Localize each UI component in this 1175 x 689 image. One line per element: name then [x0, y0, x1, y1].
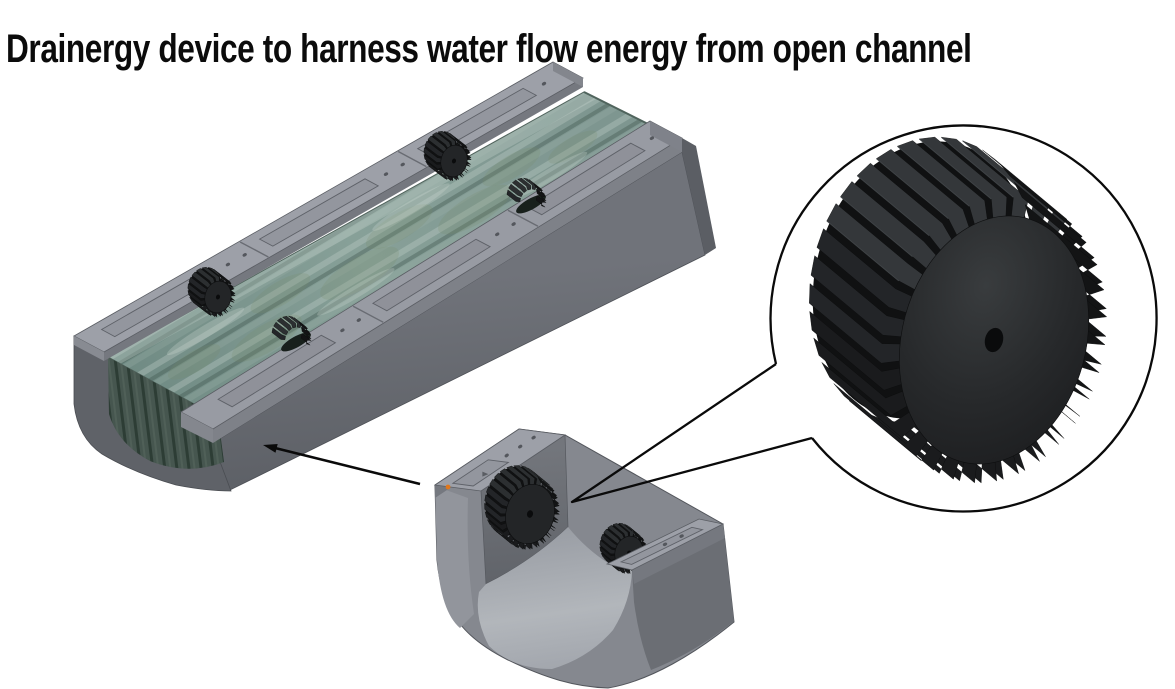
- turbine-wheel-1: [187, 266, 236, 318]
- magnified-turbine-wheel: [809, 136, 1108, 484]
- main-channel-assembly: [73, 61, 716, 492]
- section-interior-surface: [477, 527, 632, 669]
- channel-section: [433, 428, 735, 689]
- magnifier-callout: [570, 124, 1158, 513]
- section-left-rail: [433, 428, 567, 492]
- turbine-wheel-2: [423, 130, 472, 182]
- right-rail: [180, 120, 683, 443]
- submerged-turbine-wheel-1: [271, 315, 312, 352]
- submerged-turbine-wheel-2: [506, 177, 547, 214]
- section-rail-details: [451, 435, 704, 565]
- channel-body-far-end: [682, 138, 716, 255]
- callout-lines: [570, 363, 813, 504]
- section-turbine-wheel: [484, 465, 561, 550]
- section-left-outer-face: [435, 486, 474, 628]
- magnifier-circle: [769, 124, 1158, 513]
- page-title: Drainergy device to harness water flow e…: [6, 26, 972, 71]
- section-right-rail-lip: [632, 524, 725, 584]
- direction-arrow: [263, 444, 421, 486]
- orientation-marker: [445, 484, 451, 490]
- water-cut-face: [108, 357, 224, 469]
